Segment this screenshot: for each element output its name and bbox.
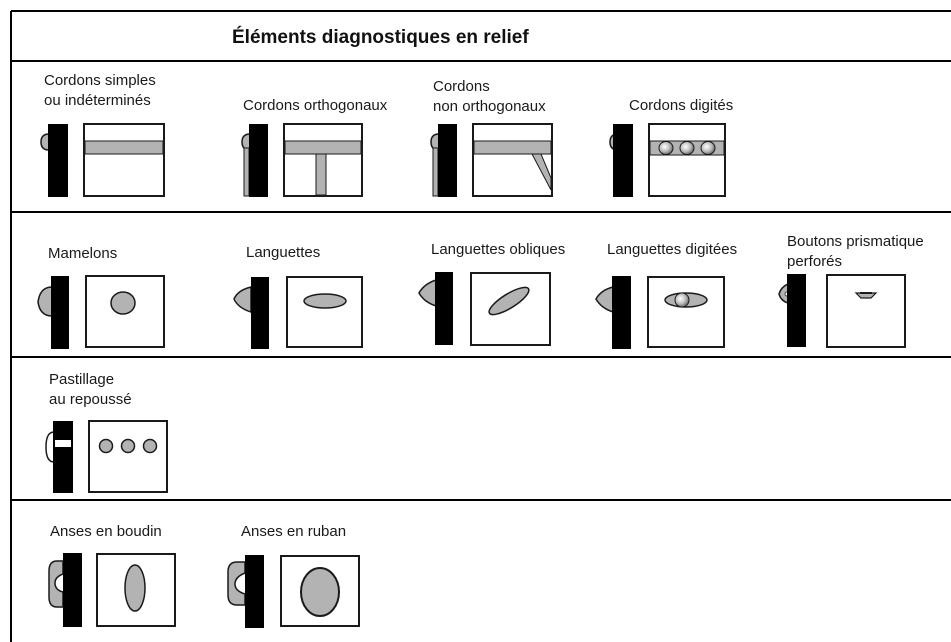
label-mamelons: Mamelons <box>48 245 118 262</box>
languettes-digitees-figure <box>595 276 725 349</box>
cordons-digites-figure <box>609 123 726 197</box>
cordons-simples-figure <box>40 123 165 197</box>
label-anses-ruban: Anses en ruban <box>241 523 347 540</box>
anses-boudin-figure <box>48 553 176 627</box>
anses-ruban-figure <box>227 555 360 628</box>
label-boutons-1: Boutons prismatique <box>787 233 924 250</box>
label-pastillage-1: Pastillage <box>49 371 115 388</box>
boutons-perfores-figure <box>778 274 906 348</box>
label-languettes: Languettes <box>246 244 321 261</box>
label-cordons-simples-1: Cordons simples <box>44 72 156 89</box>
label-boutons-2: perforés <box>787 253 843 270</box>
label-cordons-non-ortho-2: non orthogonaux <box>433 98 546 115</box>
frame-lines <box>10 10 951 642</box>
label-cordons-digites: Cordons digités <box>629 97 734 114</box>
pastillage-figure <box>45 420 168 493</box>
label-cordons-orthogonaux: Cordons orthogonaux <box>243 97 388 114</box>
mamelons-figure <box>37 275 165 349</box>
label-cordons-simples-2: ou indéterminés <box>44 92 151 109</box>
label-languettes-obliques: Languettes obliques <box>431 241 566 258</box>
label-cordons-non-ortho-1: Cordons <box>433 78 490 95</box>
languettes-figure <box>233 276 363 349</box>
diagram-title: Éléments diagnostiques en relief <box>232 27 529 48</box>
label-pastillage-2: au repoussé <box>49 391 132 408</box>
label-languettes-digitees: Languettes digitées <box>607 241 738 258</box>
cordons-non-orthogonaux-figure <box>430 123 553 197</box>
languettes-obliques-figure <box>418 272 551 346</box>
label-anses-boudin: Anses en boudin <box>50 523 162 540</box>
cordons-orthogonaux-figure <box>241 123 363 197</box>
